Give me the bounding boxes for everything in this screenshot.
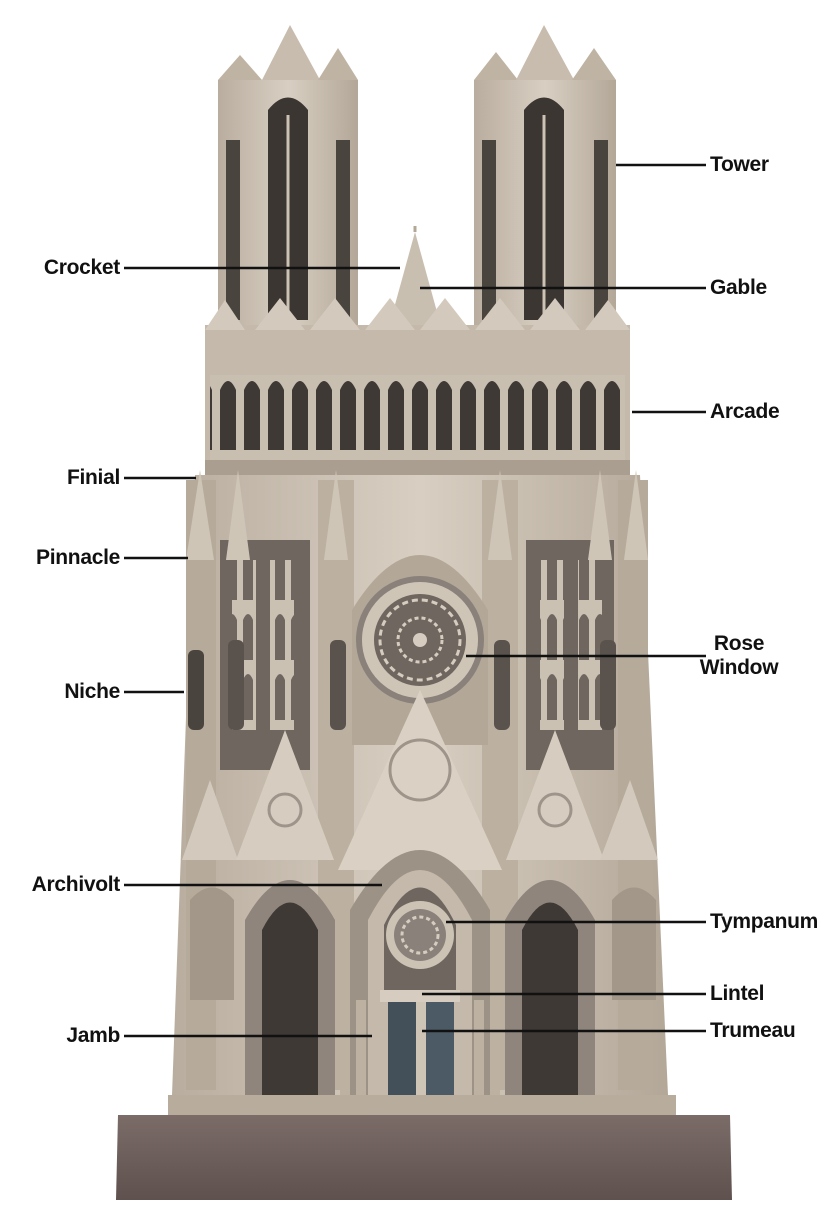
label-finial: Finial (30, 466, 120, 490)
label-trumeau: Trumeau (710, 1019, 795, 1043)
base-plinth (116, 1095, 732, 1200)
label-archivolt: Archivolt (10, 873, 120, 897)
label-lintel: Lintel (710, 982, 764, 1006)
label-niche: Niche (30, 680, 120, 704)
label-rose-window: Rose Window (684, 632, 794, 680)
label-rose-window-line2: Window (684, 656, 794, 680)
label-jamb: Jamb (30, 1024, 120, 1048)
label-pinnacle: Pinnacle (20, 546, 120, 570)
right-tower (474, 25, 616, 330)
label-tympanum: Tympanum (710, 910, 818, 934)
label-arcade: Arcade (710, 400, 779, 424)
left-tower (218, 25, 358, 330)
label-rose-window-line1: Rose (684, 632, 794, 656)
label-tower: Tower (710, 153, 769, 177)
label-crocket: Crocket (40, 256, 120, 280)
label-gable: Gable (710, 276, 767, 300)
